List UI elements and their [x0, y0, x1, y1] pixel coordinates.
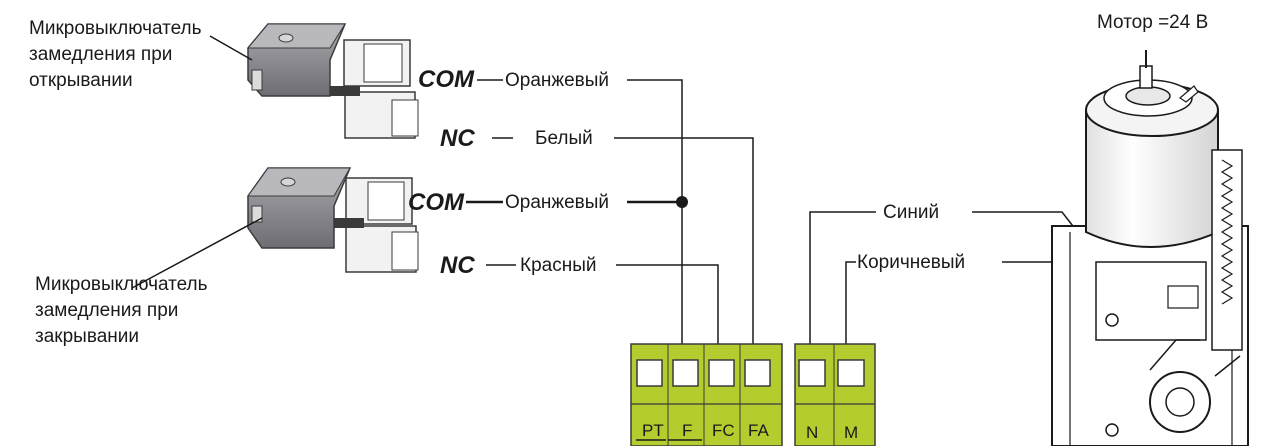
terminal-label-pt: PT [642, 421, 664, 440]
motor-icon [1051, 50, 1249, 446]
close-microswitch-icon [131, 167, 419, 289]
wire-junction-dot [676, 196, 688, 208]
pin-com-top: COM [418, 66, 475, 93]
terminal-label-f: F [682, 421, 692, 440]
terminal-block-control: PT F FC FA [630, 343, 783, 446]
open-switch-caption-line-2: замедления при [29, 44, 173, 65]
pin-com-bottom: COM [408, 189, 465, 216]
close-switch-caption-line-2: замедления при [35, 300, 179, 321]
terminal-label-fa: FA [748, 421, 769, 440]
wire-label-brown: Коричневый [857, 252, 965, 273]
close-switch-caption-line-1: Микровыключатель [35, 274, 208, 295]
open-switch-caption-line-1: Микровыключатель [29, 18, 202, 39]
wire-label-white: Белый [535, 128, 593, 149]
pin-nc-top: NC [440, 125, 475, 152]
wire-label-blue: Синий [883, 202, 939, 223]
open-switch-caption: Микровыключатель замедления при открыван… [29, 16, 202, 94]
terminal-label-m: M [844, 423, 858, 442]
wire-label-orange-top: Оранжевый [505, 70, 609, 91]
terminal-label-n: N [806, 423, 818, 442]
pin-nc-bottom: NC [440, 252, 475, 279]
terminal-block-motor: N M [794, 343, 876, 446]
wire-label-orange-bottom: Оранжевый [505, 192, 609, 213]
close-switch-caption: Микровыключатель замедления при закрыван… [35, 272, 208, 350]
open-microswitch-icon [209, 23, 419, 139]
open-switch-caption-line-3: открывании [29, 70, 133, 91]
motor-caption: Мотор =24 В [1097, 12, 1209, 33]
terminal-label-fc: FC [712, 421, 735, 440]
close-switch-caption-line-3: закрывании [35, 326, 139, 347]
wire-label-red: Красный [520, 255, 596, 276]
